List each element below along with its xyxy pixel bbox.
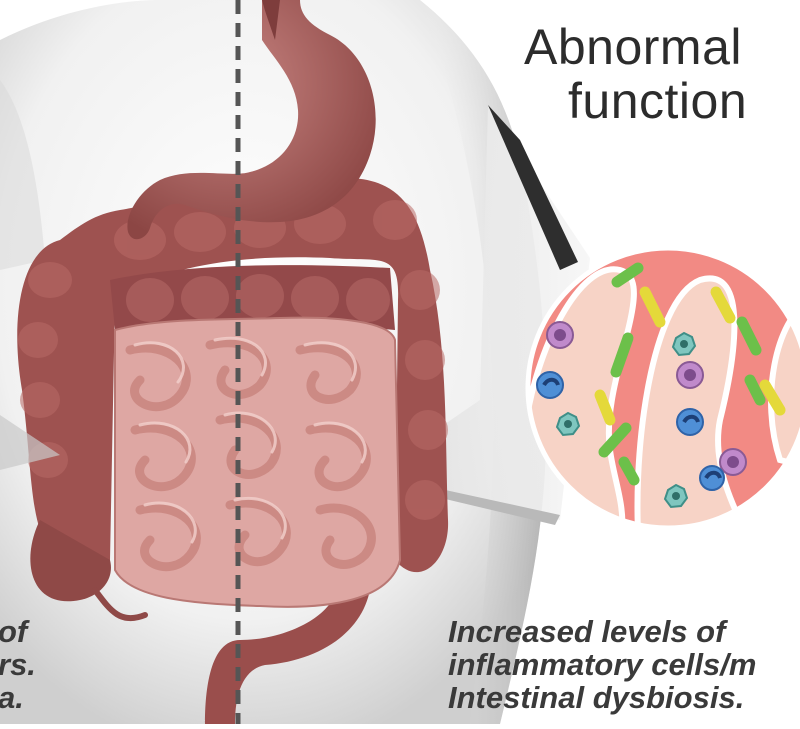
left-caption-line-1: of bbox=[0, 616, 27, 647]
right-caption-line-3: Intestinal dysbiosis. bbox=[448, 682, 744, 713]
heading-line-2: function bbox=[568, 72, 747, 130]
left-caption-line-3: a. bbox=[0, 682, 24, 713]
right-caption-line-2: inflammatory cells/m bbox=[448, 649, 756, 680]
left-caption-line-2: rs. bbox=[0, 649, 36, 680]
right-caption-line-1: Increased levels of bbox=[448, 616, 725, 647]
heading-line-1: Abnormal bbox=[524, 18, 742, 76]
